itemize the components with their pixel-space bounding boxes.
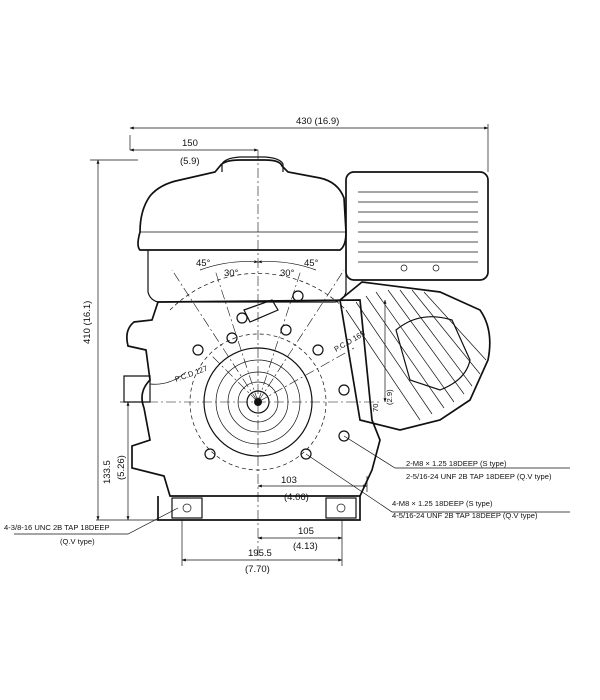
- crankcase-outline: [126, 299, 381, 497]
- governor-lever: [243, 299, 279, 323]
- cylinder-outline: [339, 281, 491, 431]
- pcd-left-label: P.C.D 127: [174, 364, 209, 384]
- dimension-lines: [14, 124, 570, 566]
- rocker-cover: [395, 316, 471, 391]
- centerlines: [130, 150, 380, 560]
- base-plate: [157, 496, 361, 521]
- dim-center-offset-in: (5.9): [180, 156, 200, 167]
- angle-labels: 45° 30° 30° 45°: [196, 258, 319, 279]
- dim-base-width-mm: 195.5: [248, 548, 272, 559]
- arc-right: [257, 260, 317, 271]
- angle-line-30-left: [214, 269, 259, 403]
- angle-line-30-right: [257, 269, 302, 403]
- base-foot-right: [325, 497, 357, 519]
- dim-overall-height: 410 (16.1): [82, 301, 93, 344]
- fuel-tank-outline: [137, 159, 347, 251]
- base-foot-left: [171, 497, 203, 519]
- angle-left-outer: 45°: [196, 258, 211, 269]
- pcd-arc-large: [169, 273, 347, 311]
- note-flange-a-q: 2-5/16-24 UNF 2B TAP 18DEEP (Q.V type): [406, 472, 552, 481]
- dim-base-half-mm: 105: [298, 526, 314, 537]
- muffler-box: [345, 171, 489, 281]
- dim-overall-width: 430 (16.9): [296, 116, 339, 127]
- flange-bolt-holes: [192, 290, 350, 460]
- arc-left: [199, 260, 259, 271]
- pcd-radius-right: [257, 347, 355, 403]
- base-bolt: [336, 503, 346, 513]
- muffler-screw: [432, 264, 440, 272]
- dim-right-offset-mm: 103: [281, 475, 297, 486]
- filler-cap: [221, 156, 284, 172]
- pcd-radius-left: [211, 355, 259, 403]
- note-base-tap: 4-3/8-16 UNC 2B TAP 18DEEP: [4, 523, 110, 532]
- dim-base-half-in: (4.13): [293, 541, 318, 552]
- tap-notes: 2-M8 × 1.25 18DEEP (S type) 2-5/16-24 UN…: [4, 459, 552, 546]
- pcd-right-label: P.C.D 165: [333, 329, 367, 354]
- carburetor-shape: [123, 375, 151, 403]
- note-flange-b-s: 4-M8 × 1.25 18DEEP (S type): [392, 499, 493, 508]
- note-base-tap-type: (Q.V type): [60, 537, 95, 546]
- fuel-line: [149, 371, 187, 385]
- cylinder-fins: [345, 289, 487, 421]
- muffler-slots: [358, 191, 478, 263]
- muffler-screw: [400, 264, 408, 272]
- base-bolt: [182, 503, 192, 513]
- note-flange-a-s: 2-M8 × 1.25 18DEEP (S type): [406, 459, 507, 468]
- dim-base-height-in: (5.26): [116, 455, 127, 480]
- dimension-labels: 430 (16.9) 150 (5.9) 410 (16.1) 133.5 (5…: [82, 116, 394, 575]
- angle-line-45-right: [257, 269, 345, 403]
- dim-right-offset-in: (4.06): [284, 492, 309, 503]
- dim-vertical-70: 70: [371, 404, 380, 412]
- angle-right-inner: 30°: [280, 268, 295, 279]
- angle-right-outer: 45°: [304, 258, 319, 269]
- dim-base-height-mm: 133.5: [102, 460, 113, 484]
- pcd-labels: P.C.D 127 P.C.D 165: [174, 329, 367, 384]
- angle-left-inner: 30°: [224, 268, 239, 279]
- dim-center-offset-mm: 150: [182, 138, 198, 149]
- angle-line-45-left: [171, 269, 259, 403]
- dim-vertical-2-9: (2.9): [385, 389, 394, 405]
- note-flange-b-q: 4-5/16-24 UNF 2B TAP 18DEEP (Q.V type): [392, 511, 538, 520]
- dim-base-width-in: (7.70): [245, 564, 270, 575]
